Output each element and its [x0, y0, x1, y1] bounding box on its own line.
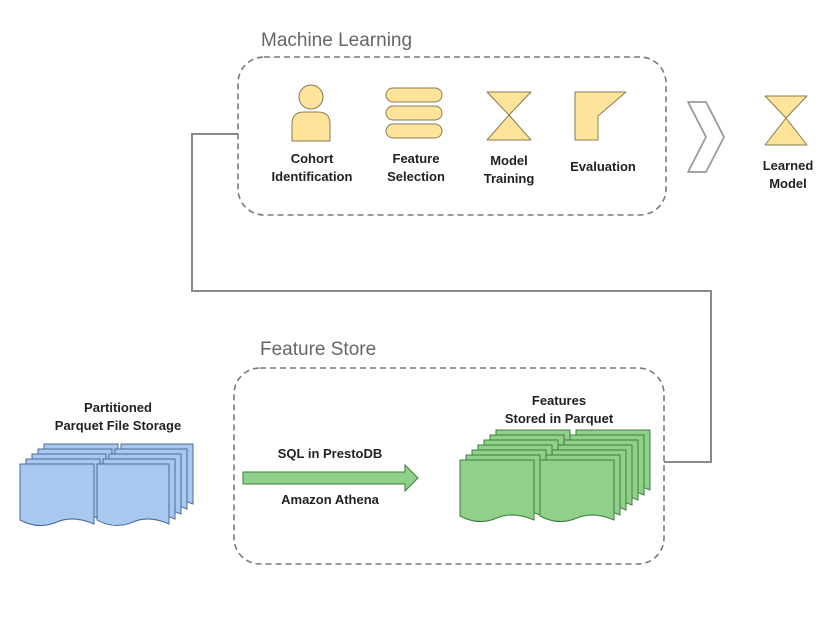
arrow-bottom-label: Amazon Athena: [281, 492, 379, 507]
cohort-line1: Cohort: [290, 151, 334, 166]
storage-sheet-0-0: [19, 463, 95, 526]
feature-store-group-border: [233, 367, 665, 565]
right-arrow-icon: [242, 463, 419, 493]
cohort-line2: Identification: [271, 169, 353, 184]
cohort-identification-label: Cohort Identification: [264, 150, 360, 186]
model-line1: Model: [490, 153, 528, 168]
storage-file-stack-icon: [19, 443, 194, 526]
chevron-right-icon: [687, 101, 725, 173]
learned-line2: Model: [769, 176, 807, 191]
corner-bracket-icon: [574, 91, 627, 141]
arrow-top-label: SQL in PrestoDB: [277, 446, 383, 461]
storage-line1: Partitioned: [84, 400, 152, 415]
person-icon: [291, 84, 331, 142]
machine-learning-group-border: [237, 56, 667, 216]
hourglass-icon: [486, 91, 532, 141]
feature-store-title: Feature Store: [260, 339, 377, 360]
feature-selection-label: Feature Selection: [378, 150, 454, 186]
connector-line: [191, 133, 712, 463]
model-line2: Training: [483, 171, 535, 186]
features-file-stack-icon: [459, 429, 651, 522]
learned-model-hourglass-icon: [764, 95, 808, 146]
storage-line2: Parquet File Storage: [54, 418, 182, 433]
features-sheet-0-0: [459, 459, 535, 522]
storage-sheet-1-0: [96, 463, 170, 526]
features-label: Features Stored in Parquet: [484, 392, 634, 428]
feature-line1: Feature: [392, 151, 440, 166]
storage-label: Partitioned Parquet File Storage: [36, 399, 200, 435]
machine-learning-title: Machine Learning: [261, 30, 413, 51]
evaluation-line1: Evaluation: [570, 159, 636, 174]
features-line1: Features: [531, 393, 587, 408]
model-training-label: Model Training: [474, 152, 544, 188]
stacked-bars-icon: [385, 87, 443, 139]
learned-line1: Learned: [762, 158, 814, 173]
features-sheet-1-0: [539, 459, 615, 522]
features-line2: Stored in Parquet: [504, 411, 614, 426]
feature-line2: Selection: [387, 169, 445, 184]
learned-model-label: Learned Model: [748, 157, 828, 193]
evaluation-label: Evaluation: [558, 158, 648, 176]
